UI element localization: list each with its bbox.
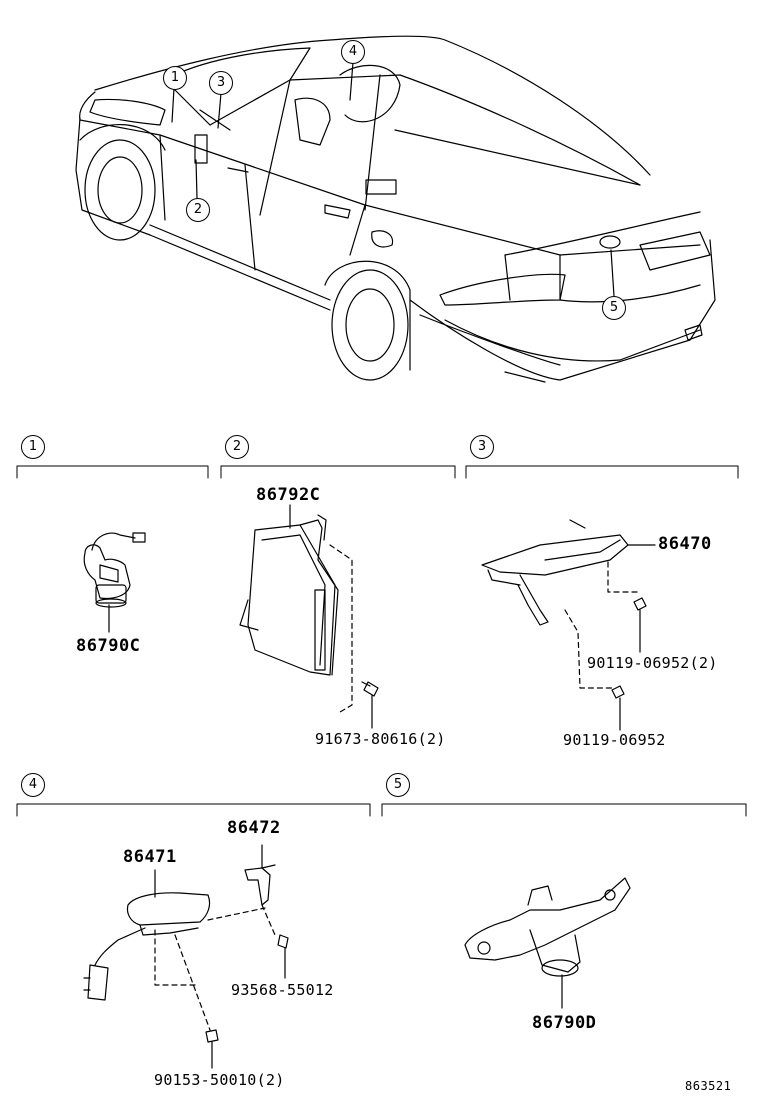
part-86790c-drawing bbox=[83, 532, 146, 633]
callout-3: 3 bbox=[209, 71, 233, 95]
part-86790d-drawing bbox=[464, 877, 631, 1009]
car-callout-leaders bbox=[171, 61, 615, 297]
callout-4: 4 bbox=[341, 40, 365, 64]
part-label-86472: 86472 bbox=[227, 818, 281, 838]
callout-1: 1 bbox=[163, 66, 187, 90]
callout-5: 5 bbox=[602, 296, 626, 320]
section-brackets bbox=[16, 465, 747, 817]
part-label-91673-80616: 91673-80616(2) bbox=[315, 730, 446, 748]
part-86471-drawing bbox=[83, 869, 266, 1069]
car-illustration bbox=[75, 35, 716, 383]
part-label-90119-06952: 90119-06952 bbox=[563, 731, 666, 749]
section-header-2: 2 bbox=[225, 435, 249, 459]
diagram-id: 863521 bbox=[685, 1079, 732, 1093]
part-label-93568-55012: 93568-55012 bbox=[231, 981, 334, 999]
part-label-86470: 86470 bbox=[658, 534, 712, 554]
part-label-86792c: 86792C bbox=[256, 485, 321, 505]
callout-2: 2 bbox=[186, 198, 210, 222]
part-86472-drawing bbox=[244, 844, 289, 979]
part-86470-drawing bbox=[481, 519, 656, 731]
part-label-90153-50010: 90153-50010(2) bbox=[154, 1071, 285, 1089]
section-header-1: 1 bbox=[21, 435, 45, 459]
section-header-3: 3 bbox=[470, 435, 494, 459]
part-label-86471: 86471 bbox=[123, 847, 177, 867]
part-label-86790c: 86790C bbox=[76, 636, 141, 656]
section-header-4: 4 bbox=[21, 773, 45, 797]
section-header-5: 5 bbox=[386, 773, 410, 797]
part-86792c-drawing bbox=[239, 504, 379, 729]
part-label-90119-06952-2: 90119-06952(2) bbox=[587, 654, 718, 672]
part-label-86790d: 86790D bbox=[532, 1013, 597, 1033]
